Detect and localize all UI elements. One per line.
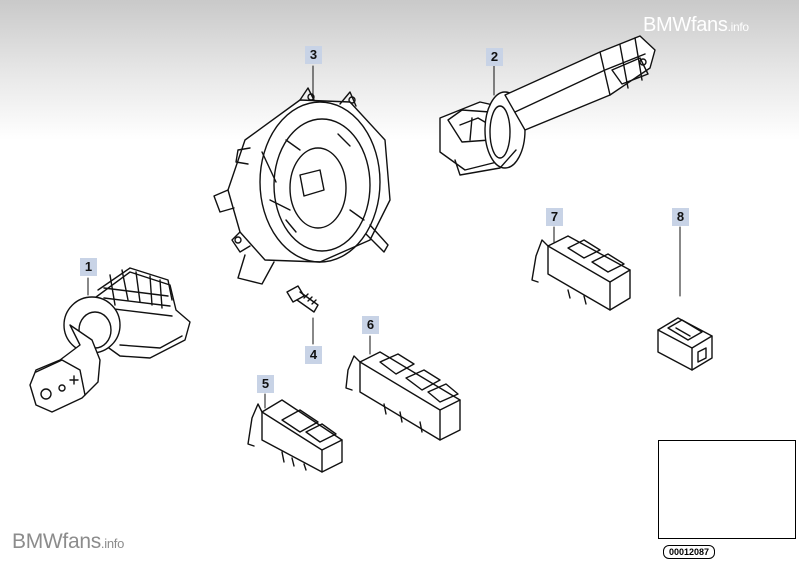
watermark-bottom-main: BMWfans (12, 530, 101, 553)
callout-8[interactable]: 8 (672, 208, 689, 226)
callout-2[interactable]: 2 (486, 48, 503, 66)
watermark-bottom-suffix: .info (100, 536, 124, 551)
vehicle-location-inset (658, 440, 796, 539)
part-2-column-stalk (439, 35, 656, 176)
part-7-switch-block (531, 235, 631, 311)
callout-7[interactable]: 7 (546, 208, 563, 226)
part-3-clock-spring (213, 87, 391, 285)
callout-5[interactable]: 5 (257, 375, 274, 393)
watermark-bottom: BMWfans.info (12, 530, 124, 554)
part-5-switch-block (247, 399, 343, 473)
diagram-id-label: 00012087 (663, 545, 716, 559)
part-8-push-switch (657, 317, 713, 371)
watermark-top: BMWfans.info (643, 14, 749, 37)
watermark-top-main: BMWfans (643, 14, 728, 36)
callout-1[interactable]: 1 (80, 258, 97, 276)
watermark-top-suffix: .info (727, 20, 749, 34)
part-1-stalk-switch (29, 267, 191, 413)
callout-3[interactable]: 3 (305, 46, 322, 64)
callout-6[interactable]: 6 (362, 316, 379, 334)
callout-4[interactable]: 4 (305, 346, 322, 364)
leader-lines (87, 65, 681, 409)
part-4-screw (286, 285, 319, 313)
part-6-window-switch (345, 351, 461, 441)
